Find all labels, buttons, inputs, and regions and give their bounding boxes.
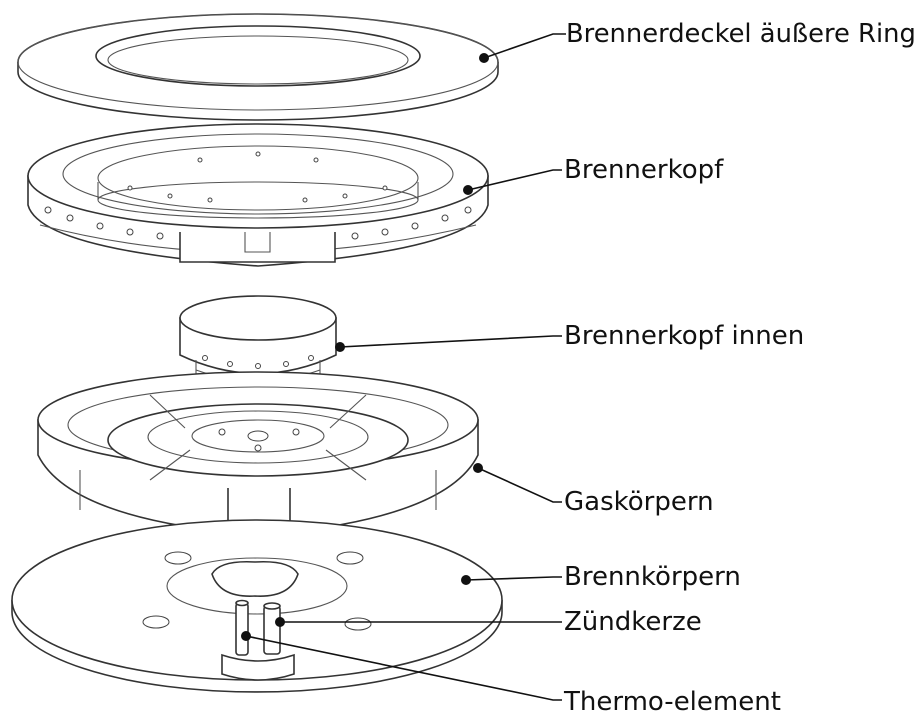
- label-spark-plug: Zündkerze: [564, 607, 702, 637]
- label-thermo-element: Thermo-element: [563, 687, 781, 717]
- burner-head: [27, 123, 489, 267]
- burner-head-holes: [44, 151, 472, 240]
- label-burner-head: Brennerkopf: [564, 155, 724, 185]
- leader-spark-plug: [275, 617, 562, 627]
- label-burner-base: Brennkörpern: [564, 562, 741, 592]
- spark-plug: [263, 602, 281, 655]
- leader-burner-head: [463, 169, 562, 195]
- leader-inner-burner-head: [335, 335, 562, 352]
- label-outer-ring-cap: Brennerdeckel äußere Ring: [566, 19, 916, 49]
- label-inner-burner-head: Brennerkopf innen: [564, 321, 804, 351]
- thermo-element: [221, 599, 295, 681]
- outer-ring-cap: [17, 13, 499, 121]
- leader-outer-ring-cap: [479, 33, 566, 63]
- labels: Brennerdeckel äußere Ring Brennerkopf Br…: [563, 19, 916, 717]
- inner-burner-head: [179, 295, 337, 382]
- leaders: [241, 33, 566, 701]
- gas-body: [37, 371, 479, 555]
- leader-burner-base: [461, 575, 562, 585]
- leader-gas-body: [473, 463, 562, 503]
- leader-thermo-element: [241, 631, 562, 701]
- label-gas-body: Gaskörpern: [564, 487, 714, 517]
- burner-base: [11, 519, 503, 693]
